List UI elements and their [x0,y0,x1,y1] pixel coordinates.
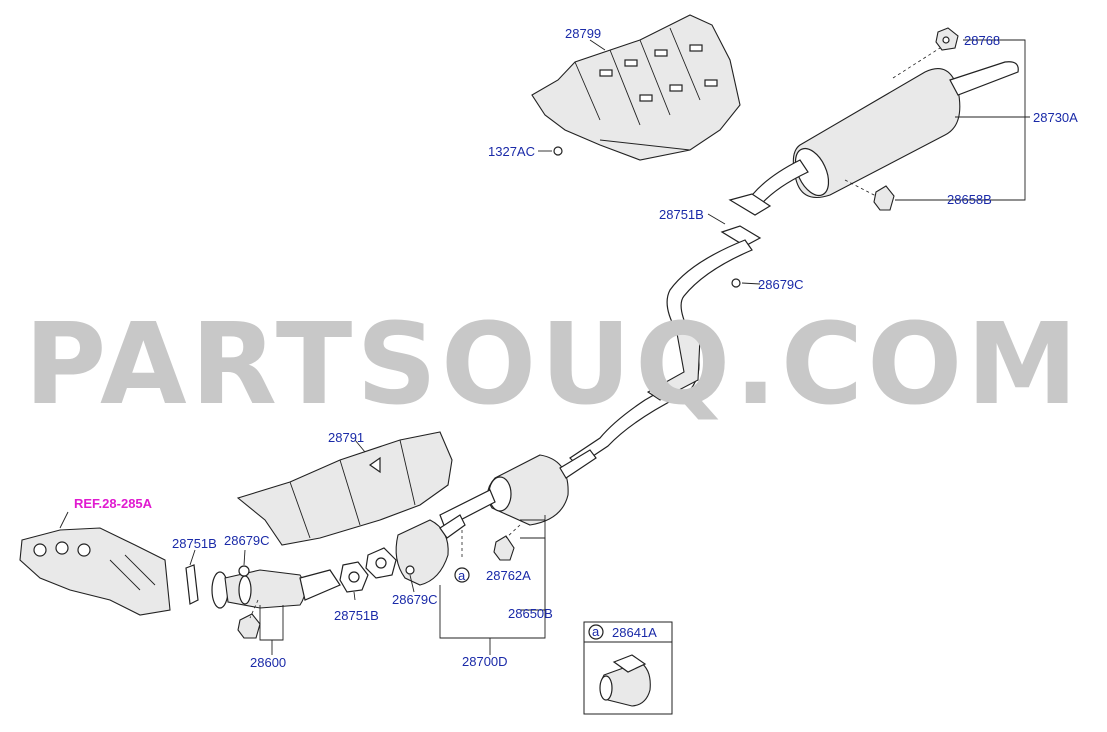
heat-shield-upper[interactable] [531,14,741,161]
clamp-inset-box[interactable] [583,621,673,715]
label-1327ac[interactable]: 1327AC [488,144,535,159]
label-28799[interactable]: 28799 [565,26,601,41]
label-28751b-left[interactable]: 28751B [172,536,217,551]
label-28791[interactable]: 28791 [328,430,364,445]
nut-28679c-left[interactable] [238,565,250,577]
label-28679c-left[interactable]: 28679C [224,533,270,548]
label-28679c-top[interactable]: 28679C [758,277,804,292]
hanger-28762a[interactable] [493,535,515,561]
label-28700d[interactable]: 28700D [462,654,508,669]
heat-shield-lower[interactable] [236,431,453,546]
gasket-left[interactable] [185,564,199,605]
label-28658b[interactable]: 28658B [947,192,992,207]
gasket-right[interactable] [339,561,369,593]
hanger-28658b[interactable] [873,185,895,211]
label-ref-28-285a[interactable]: REF.28-285A [74,496,153,511]
front-pipe[interactable] [211,569,341,609]
label-28679c-mid[interactable]: 28679C [392,592,438,607]
callout-a-circle [454,567,470,583]
callout-a-label: a [458,568,466,583]
label-28762a[interactable]: 28762A [486,568,531,583]
center-muffler[interactable] [439,449,597,529]
gasket-mid[interactable] [365,547,397,579]
watermark: PARTSOUQ.COM [24,300,1082,430]
label-28600[interactable]: 28600 [250,655,286,670]
label-28751b-mid[interactable]: 28751B [334,608,379,623]
nut-28679c-top[interactable] [731,278,741,288]
label-28641a[interactable]: 28641A [612,625,657,640]
nut-28679c-mid[interactable] [405,565,415,575]
hanger-28768[interactable] [935,27,959,51]
hanger-28600[interactable] [237,613,261,639]
gasket-top[interactable] [720,193,772,247]
rear-muffler[interactable] [744,61,1019,213]
nut-1327ac[interactable] [553,146,563,156]
exhaust-manifold[interactable] [19,527,171,616]
label-28650b[interactable]: 28650B [508,606,553,621]
label-28730a[interactable]: 28730A [1033,110,1078,125]
label-28768[interactable]: 28768 [964,33,1000,48]
label-28751b-top[interactable]: 28751B [659,207,704,222]
inset-callout-a: a [592,624,600,639]
